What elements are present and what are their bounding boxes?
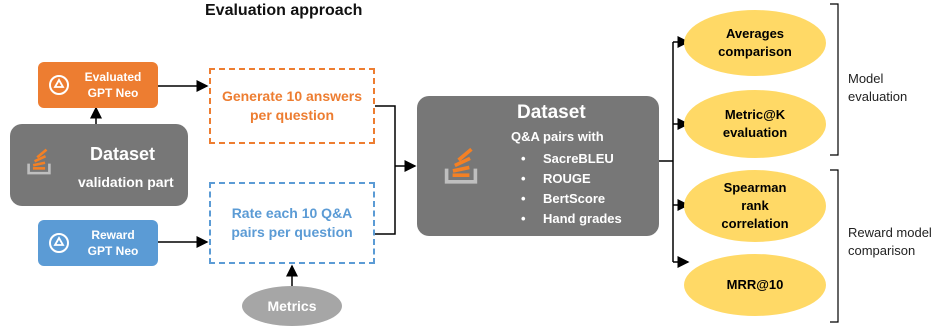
- reward-comparison-bracket: [830, 169, 839, 323]
- reward-line1: Reward: [91, 228, 135, 242]
- spearman-line1: Spearman: [723, 180, 787, 195]
- generate-line2: per question: [249, 107, 334, 123]
- rate-line1: Rate each 10 Q&A: [231, 205, 353, 221]
- dataset-main-box: Dataset Q&A pairs with SacreBLEU ROUGE B…: [417, 96, 659, 236]
- dataset-validation-title: Dataset: [90, 144, 156, 164]
- averages-line2: comparison: [718, 44, 792, 59]
- metric-k-line2: evaluation: [722, 125, 788, 140]
- evaluated-line1: Evaluated: [84, 70, 142, 84]
- model-label-line2: evaluation: [848, 89, 908, 104]
- generate-answers-box: Generate 10 answers per question: [209, 68, 375, 144]
- evaluated-line2: GPT Neo: [87, 86, 139, 100]
- mrr-line1: MRR@10: [726, 277, 784, 292]
- stack-overflow-icon: [27, 148, 51, 175]
- list-item: SacreBLEU: [521, 149, 622, 169]
- model-label-line1: Model: [848, 71, 884, 86]
- dataset-validation-box: Dataset validation part: [10, 124, 188, 206]
- openai-logo-icon: [49, 75, 69, 95]
- generate-line1: Generate 10 answers: [221, 88, 363, 104]
- averages-line1: Averages: [725, 26, 785, 41]
- dataset-metric-list: SacreBLEU ROUGE BertScore Hand grades: [521, 149, 622, 229]
- dataset-main-subtitle: Q&A pairs with: [511, 129, 604, 144]
- averages-comparison-ellipse: Averages comparison: [684, 10, 826, 76]
- reward-line2: GPT Neo: [87, 244, 139, 258]
- rate-line2: pairs per question: [231, 224, 353, 240]
- spearman-line3: correlation: [721, 216, 789, 231]
- metric-k-evaluation-ellipse: Metric@K evaluation: [684, 90, 826, 158]
- evaluated-gpt-neo-box: Evaluated GPT Neo: [38, 62, 158, 108]
- reward-label-line1: Reward model: [848, 225, 932, 240]
- model-evaluation-label: Model evaluation: [848, 70, 907, 106]
- list-item: BertScore: [521, 189, 622, 209]
- list-item: ROUGE: [521, 169, 622, 189]
- mrr-ellipse: MRR@10: [684, 254, 826, 316]
- reward-gpt-neo-box: Reward GPT Neo: [38, 220, 158, 266]
- metric-k-line1: Metric@K: [724, 107, 786, 122]
- dataset-main-title: Dataset: [517, 102, 586, 123]
- spearman-correlation-ellipse: Spearman rank correlation: [684, 170, 826, 242]
- model-evaluation-bracket: [830, 3, 839, 156]
- diagram-title: Evaluation approach: [205, 2, 363, 19]
- metrics-ellipse: Metrics: [242, 286, 342, 326]
- dataset-validation-subtitle: validation part: [78, 174, 174, 190]
- reward-comparison-label: Reward model comparison: [848, 224, 932, 260]
- reward-label-line2: comparison: [848, 243, 916, 258]
- metrics-label: Metrics: [267, 298, 317, 314]
- rate-pairs-box: Rate each 10 Q&A pairs per question: [209, 182, 375, 264]
- stack-overflow-icon: [444, 147, 478, 184]
- merge-line: [375, 105, 396, 235]
- openai-logo-icon: [49, 233, 69, 253]
- spearman-line2: rank: [741, 198, 769, 213]
- list-item: Hand grades: [521, 209, 622, 229]
